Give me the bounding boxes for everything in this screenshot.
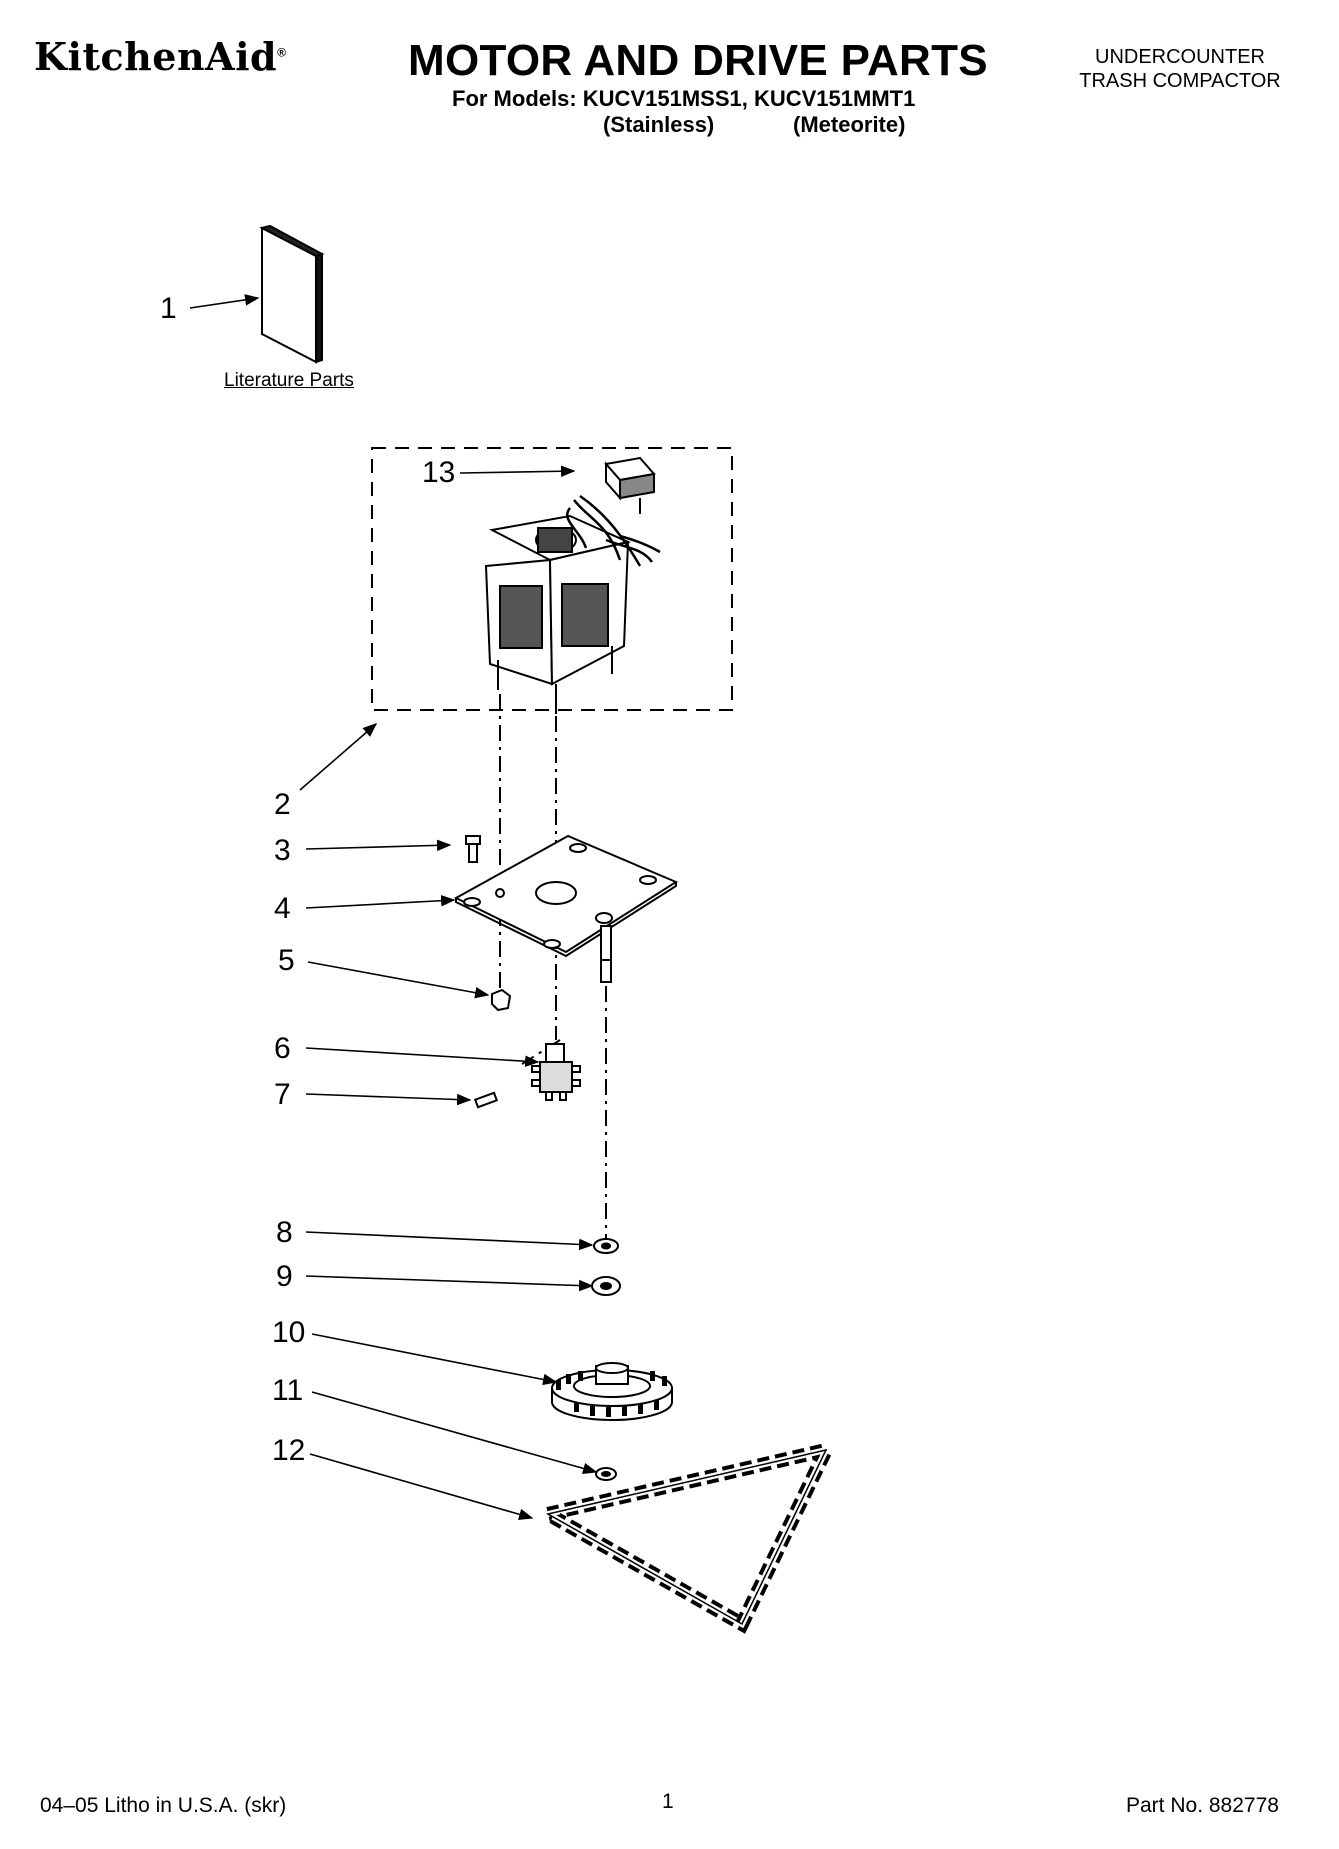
callout-5: 5: [278, 944, 295, 977]
callout-7: 7: [274, 1078, 291, 1111]
motor-assembly-box: [371, 447, 733, 711]
literature-booklet: [259, 224, 325, 364]
washer: [593, 1238, 619, 1254]
drive-gear: [551, 1362, 673, 1421]
callout-4: 4: [274, 892, 291, 925]
literature-parts-label: Literature Parts: [224, 370, 354, 391]
callout-6: 6: [274, 1032, 291, 1065]
set-screw: [473, 1091, 499, 1109]
callout-13: 13: [422, 456, 456, 489]
callout-9: 9: [276, 1260, 293, 1293]
spacer-washer: [591, 1276, 621, 1296]
motor-mounting-plate: [453, 834, 679, 958]
page-number: 1: [662, 1790, 674, 1813]
part-number: Part No. 882778: [1126, 1794, 1279, 1817]
stud: [600, 925, 612, 983]
product-line-2: TRASH COMPACTOR: [1079, 70, 1281, 92]
page-title: MOTOR AND DRIVE PARTS: [408, 36, 988, 85]
product-line-1: UNDERCOUNTER: [1095, 46, 1265, 68]
mounting-bolt: [465, 835, 481, 863]
callout-3: 3: [274, 834, 291, 867]
callout-10: 10: [272, 1316, 306, 1349]
finish-meteorite: (Meteorite): [793, 112, 906, 137]
callout-8: 8: [276, 1216, 293, 1249]
motor-switch: [604, 456, 656, 514]
callout-2: 2: [274, 788, 291, 821]
brand-logo: KitchenAid®: [34, 34, 287, 79]
motor: [484, 494, 661, 714]
callout-11: 11: [272, 1374, 304, 1407]
center-lines: [499, 694, 607, 1248]
hex-nut: [491, 988, 512, 1012]
callout-12: 12: [272, 1434, 306, 1467]
finish-stainless: (Stainless): [603, 112, 715, 137]
drive-chain: [528, 1439, 839, 1634]
retaining-clip: [595, 1467, 617, 1481]
leader-lines: [189, 294, 598, 1520]
litho-note: 04–05 Litho in U.S.A. (skr): [40, 1794, 287, 1817]
models-line: For Models: KUCV151MSS1, KUCV151MMT1: [452, 86, 916, 111]
callout-1: 1: [160, 292, 177, 325]
drive-sprocket: [531, 1043, 581, 1101]
